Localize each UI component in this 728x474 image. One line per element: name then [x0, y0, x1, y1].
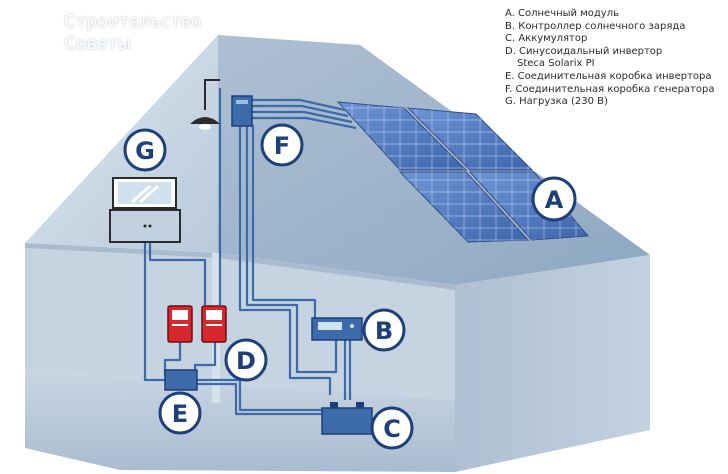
marker-e: E [158, 391, 202, 435]
svg-text:A: A [545, 186, 564, 214]
inverter-right [201, 305, 227, 343]
svg-text:D: D [236, 347, 256, 375]
inverter-left [167, 305, 193, 343]
legend-item-d-model: Steca Solarix PI [517, 58, 595, 70]
tv-load [109, 177, 181, 243]
house-logo-icon [10, 14, 52, 54]
cables [143, 88, 357, 416]
legend-item-f: F. Соединительная коробка генератора [505, 83, 715, 95]
legend-item-b: B. Контроллер солнечного заряда [505, 20, 686, 32]
marker-c: C [370, 406, 414, 450]
legend-item-c: C. Аккумулятор [505, 33, 588, 45]
svg-text:E: E [172, 400, 188, 428]
marker-a: A [531, 176, 577, 222]
legend-item-a: A. Солнечный модуль [505, 8, 620, 19]
house-floor-slab [25, 243, 455, 290]
legend-item-g: G. Нагрузка (230 В) [505, 96, 608, 108]
watermark-line-2: Советы [64, 34, 132, 54]
ceiling-lamp [190, 79, 220, 130]
house-back-wall [25, 243, 455, 400]
svg-text:G: G [135, 137, 155, 165]
marker-b: B [362, 308, 406, 352]
legend-item-e: E. Соединительная коробка инвертора [505, 70, 712, 82]
legend-item-d: D. Синусоидальный инвертор [505, 45, 663, 57]
watermark-line-1: Строительство [64, 12, 202, 32]
svg-text:B: B [375, 317, 393, 345]
legend: A. Солнечный модуль B. Контроллер солнеч… [505, 8, 727, 109]
solar-panels [336, 101, 590, 243]
svg-text:C: C [383, 415, 401, 443]
marker-f: F [260, 123, 304, 167]
site-watermark: Строительство Советы [8, 8, 208, 58]
marker-g: G [123, 128, 167, 172]
house-floor [25, 370, 455, 472]
marker-d: D [224, 338, 268, 382]
inverter-junction-box [164, 369, 198, 391]
battery [321, 402, 373, 435]
charge-controller [311, 317, 363, 341]
house-right-wall [455, 255, 650, 472]
svg-text:F: F [274, 132, 290, 160]
